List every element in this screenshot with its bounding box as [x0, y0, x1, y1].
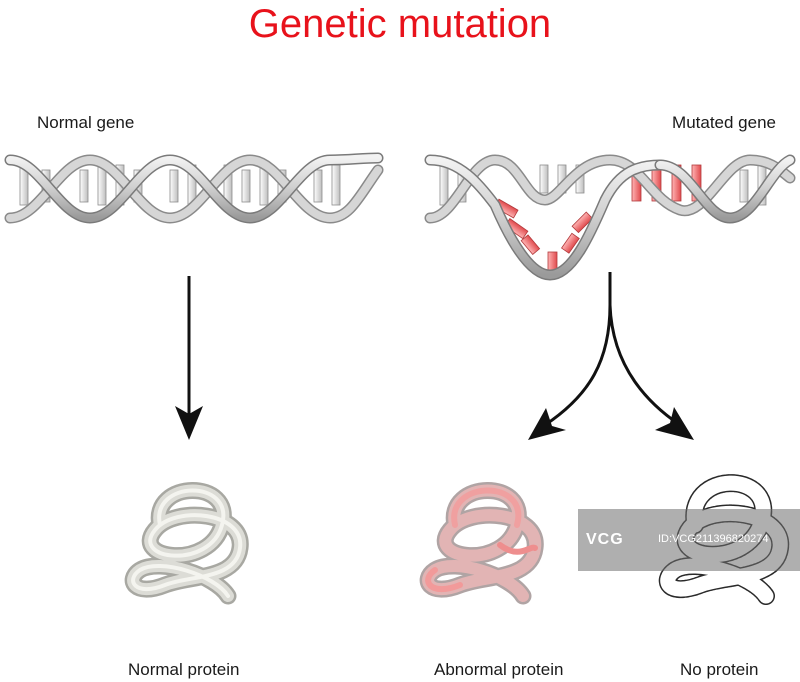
normal-gene-label: Normal gene — [37, 113, 135, 132]
abnormal-protein-knot — [419, 482, 544, 605]
normal-protein-knot — [124, 482, 249, 605]
diagram-title: Genetic mutation — [248, 2, 552, 46]
abnormal-protein-label: Abnormal protein — [434, 660, 564, 679]
watermark-logo: VCG — [586, 531, 624, 548]
split-arrow — [528, 272, 694, 440]
mutated-dna-helix — [424, 154, 796, 281]
abnormal-arrowhead — [528, 408, 566, 440]
mutated-gene-label: Mutated gene — [672, 113, 776, 132]
normal-dna-helix — [4, 152, 384, 224]
normal-protein-label: Normal protein — [128, 660, 240, 679]
no-protein-label: No protein — [680, 660, 759, 679]
normal-arrow — [175, 276, 203, 440]
watermark-id: ID:VCG211396820274 — [658, 533, 769, 545]
no-protein-arrowhead — [655, 407, 694, 440]
watermark-banner: VCG ID:VCG211396820274 — [578, 509, 800, 571]
